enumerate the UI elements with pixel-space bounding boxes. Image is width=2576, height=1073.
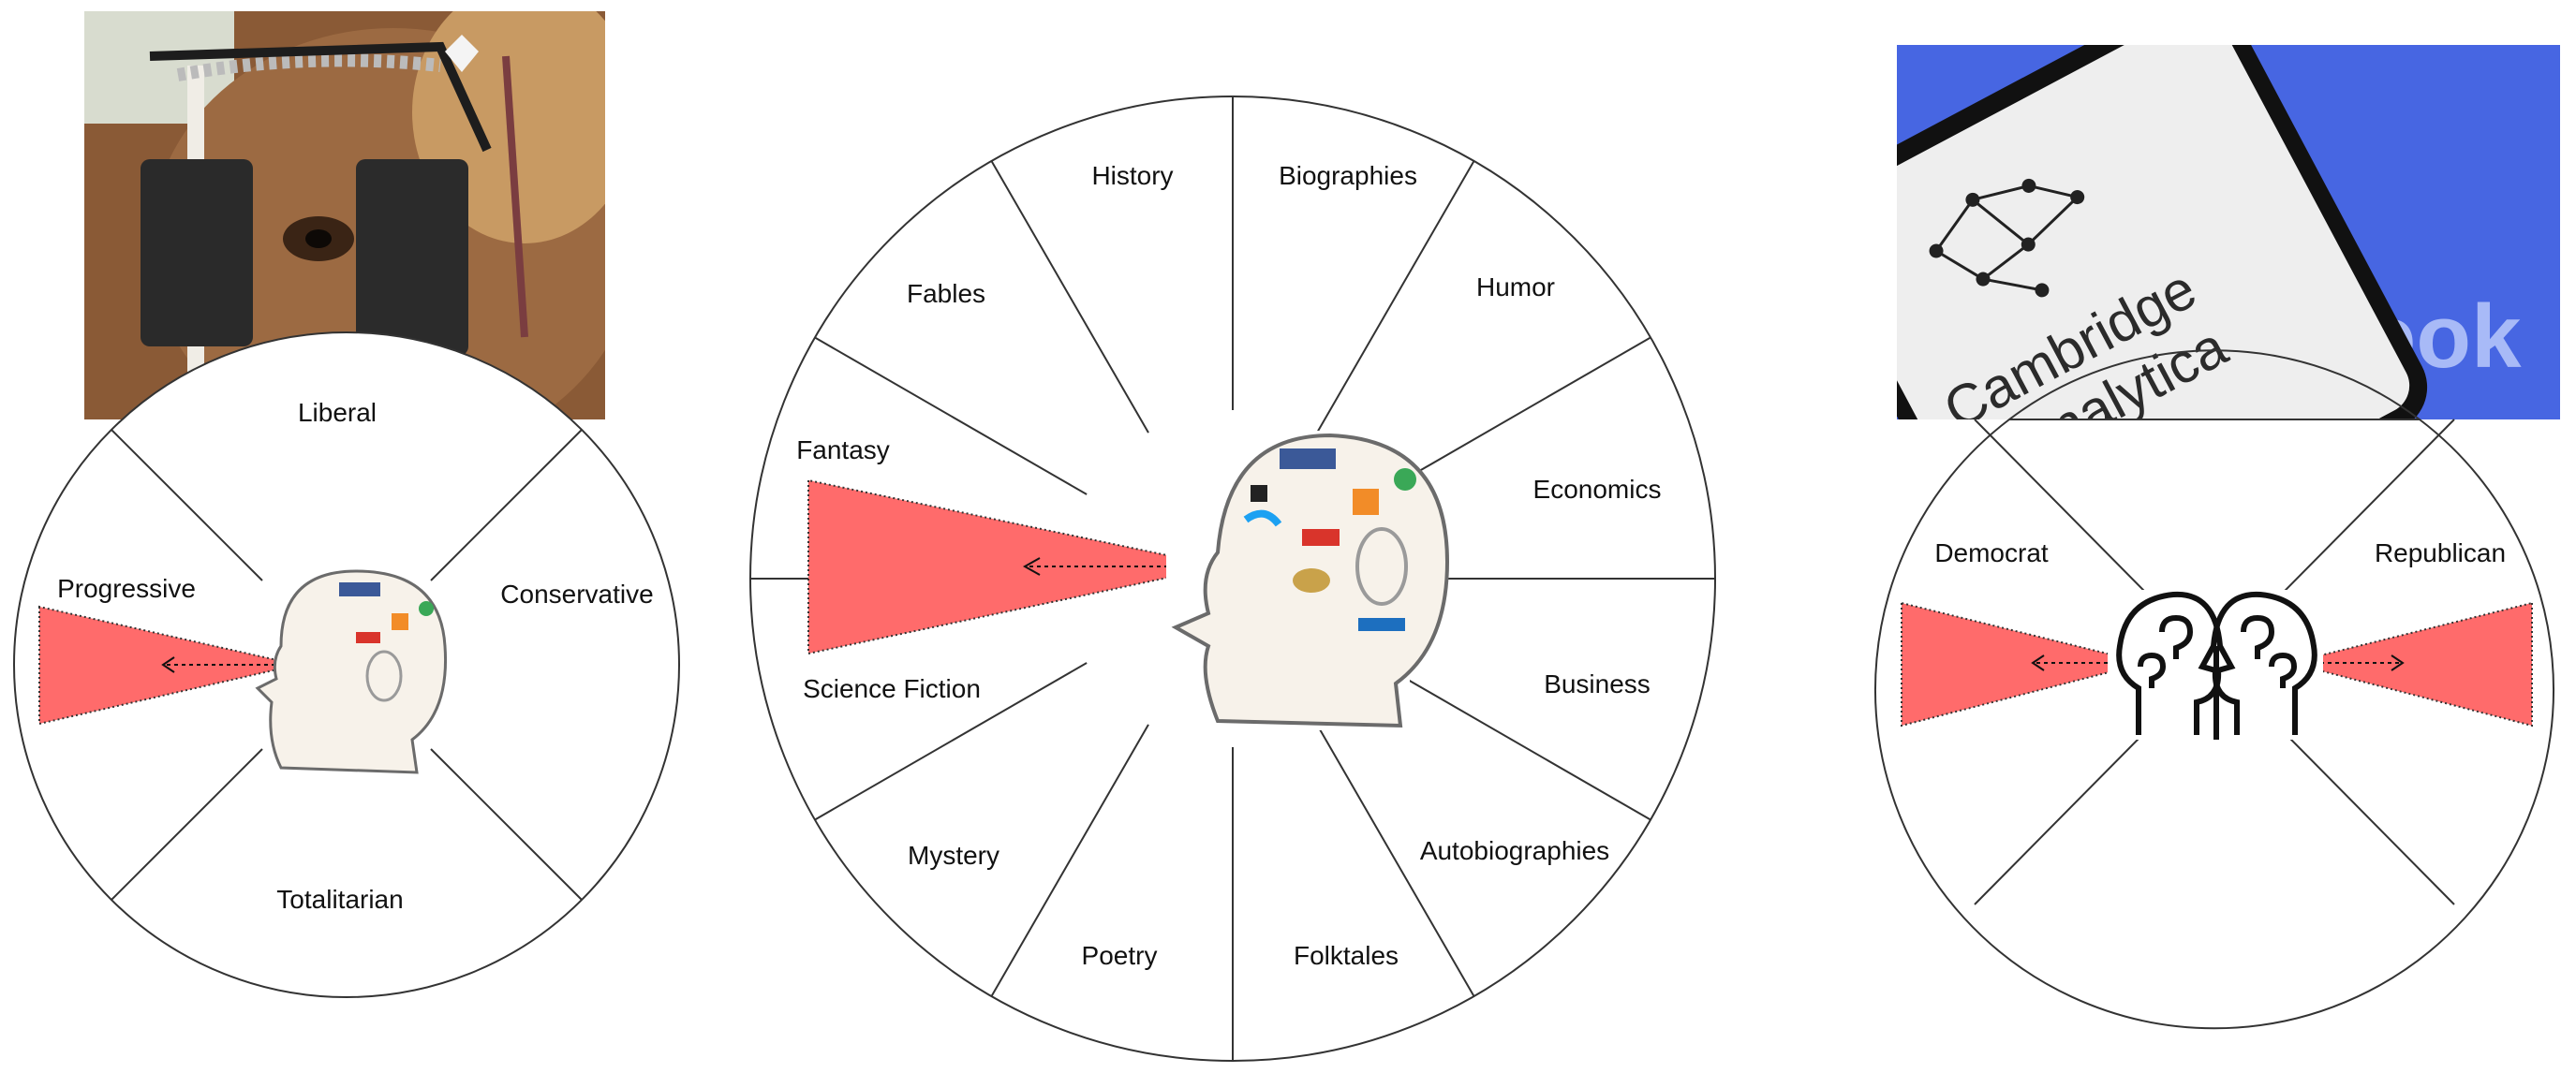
center-wheel-spoke <box>1378 662 1651 821</box>
center-segment-label-economics: Economics <box>1533 475 1662 504</box>
center-segment-label-autobiographies: Autobiographies <box>1420 836 1609 865</box>
center-segment-label-humor: Humor <box>1476 272 1555 301</box>
horse-blinders-photo <box>84 11 605 419</box>
center-segment-label-poetry: Poetry <box>1082 941 1158 970</box>
center-attention-wedge <box>807 478 1221 655</box>
center-wheel-spoke <box>814 662 1088 821</box>
center-segment-label-fantasy: Fantasy <box>796 435 890 464</box>
left-phrenology-head-icon <box>255 569 448 774</box>
center-segment-label-science-fiction: Science Fiction <box>803 674 981 703</box>
right-segment-label-democrat: Democrat <box>1934 538 2049 567</box>
center-phrenology-head-icon <box>1166 431 1450 730</box>
center-wheel-spoke <box>990 724 1149 997</box>
left-segment-label-totalitarian: Totalitarian <box>276 885 403 914</box>
center-wheel-spoke <box>1316 160 1475 434</box>
two-heads-question-icon <box>2108 590 2323 740</box>
center-genre-wheel: History Biographies Humor Economics Busi… <box>749 96 1716 1062</box>
center-segment-label-folktales: Folktales <box>1294 941 1399 970</box>
left-segment-label-conservative: Conservative <box>500 580 653 609</box>
center-wheel-spoke <box>1316 724 1475 997</box>
center-wheel-spoke <box>814 336 1088 495</box>
center-segment-label-mystery: Mystery <box>908 841 999 870</box>
center-segment-label-fables: Fables <box>907 279 985 308</box>
right-attention-wedge-left <box>1901 601 2146 728</box>
center-wheel-spoke <box>990 160 1149 434</box>
center-segment-label-biographies: Biographies <box>1279 161 1417 190</box>
right-attention-wedge-right <box>2289 601 2533 728</box>
center-wheel-spoke <box>1378 336 1651 495</box>
left-political-wheel: Liberal Conservative Totalitarian Progre… <box>13 331 680 998</box>
center-segment-label-history: History <box>1091 161 1173 190</box>
left-segment-label-liberal: Liberal <box>298 398 377 427</box>
left-segment-label-progressive: Progressive <box>57 574 196 603</box>
center-segment-label-business: Business <box>1544 669 1651 698</box>
right-segment-label-republican: Republican <box>2375 538 2506 567</box>
right-party-wheel: Democrat Republican <box>1874 349 2554 1030</box>
cambridge-analytica-photo: facebook Cambridge Analytica <box>1897 45 2560 419</box>
